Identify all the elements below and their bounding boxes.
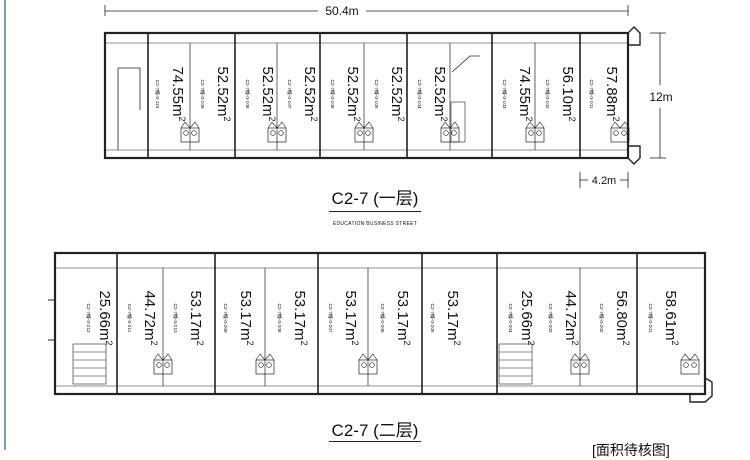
unit-area-f2: 53.17m2 <box>444 290 462 345</box>
unit-code-f1: C2-7幢-0-109 <box>199 79 206 108</box>
unit-code-f2: C2-7幢-0-204 <box>507 303 514 332</box>
floor1-caption-underline <box>329 211 421 212</box>
unit-area-f1: 52.52m2 <box>214 66 232 121</box>
floor1-outline <box>103 26 641 165</box>
street-label: EDUCATION BUSINESS STREET <box>332 221 418 227</box>
unit-code-f2: C2-7幢-0-206 <box>379 303 386 332</box>
floor-plan-drawing: 50.4m 12m 4.2m 74.55m2 C2-7幢-0-110 52.52m2… <box>4 0 713 450</box>
unit-area-f2: 53.17m2 <box>291 290 309 345</box>
unit-code-f2: C2-7幢-0-211 <box>126 304 133 333</box>
width-dimension-label: 50.4m <box>325 4 358 18</box>
unit-area-f2: 53.17m2 <box>187 290 205 345</box>
unit-code-f2: C2-7幢-0-207 <box>327 303 334 332</box>
unit-code-f2: C2-7幢-0-201 <box>647 303 654 332</box>
unit-area-f2: 53.17m2 <box>342 290 360 345</box>
unit-area-f1: 56.10m2 <box>559 66 577 121</box>
end-unit-dimension: 4.2m <box>579 172 629 188</box>
unit-area-f2: 44.72m2 <box>141 290 159 345</box>
depth-dimension: 12m <box>649 32 673 159</box>
floor2-unit-labels: 25.66m2 C2-7幢-0-212 44.72m2 C2-7幢-0-211 53.1… <box>85 290 680 345</box>
floor1-caption: C2-7 (一层) <box>331 189 419 208</box>
unit-area-f2: 56.80m2 <box>613 290 631 345</box>
unit-code-f1: C2-7幢-0-102 <box>544 79 551 108</box>
unit-code-f1: C2-7幢-0-110 <box>154 80 161 109</box>
unit-code-f1: C2-7幢-0-103 <box>501 79 508 108</box>
unit-code-f2: C2-7幢-0-205 <box>429 303 436 332</box>
unit-area-f2: 25.66m2 <box>96 290 114 345</box>
unit-code-f1: C2-7幢-0-108 <box>244 79 251 108</box>
unit-code-f2: C2-7幢-0-212 <box>85 303 92 332</box>
depth-dimension-label: 12m <box>649 90 672 104</box>
floor1-partitions <box>147 33 630 158</box>
unit-area-f2: 44.72m2 <box>562 290 580 345</box>
unit-area-f2: 25.66m2 <box>518 290 536 345</box>
unit-area-f1: 52.52m2 <box>344 66 362 121</box>
floor2-caption-underline <box>329 441 421 442</box>
unit-area-f2: 53.17m2 <box>394 290 412 345</box>
footer-note: [面积待核图] <box>592 442 670 458</box>
unit-code-f1: C2-7幢-0-107 <box>286 79 293 108</box>
unit-area-f1: 52.52m2 <box>388 66 406 121</box>
floor2-caption: C2-7 (二层) <box>331 421 419 440</box>
unit-code-f2: C2-7幢-0-202 <box>598 303 605 332</box>
unit-code-f1: C2-7幢-0-101 <box>588 79 595 108</box>
unit-code-f1: C2-7幢-0-104 <box>416 79 423 108</box>
end-unit-dimension-label: 4.2m <box>592 175 616 187</box>
unit-code-f1: C2-7幢-0-106 <box>329 79 336 108</box>
unit-code-f2: C2-7幢-0-209 <box>222 303 229 332</box>
unit-code-f1: C2-7幢-0-105 <box>373 79 380 108</box>
unit-area-f2: 58.61m2 <box>662 290 680 345</box>
unit-code-f2: C2-7幢-0-208 <box>276 303 283 332</box>
unit-area-f2: 53.17m2 <box>237 290 255 345</box>
unit-code-f2: C2-7幢-0-203 <box>547 303 554 332</box>
unit-area-f1: 52.52m2 <box>301 66 319 121</box>
unit-area-f1: 57.88m2 <box>603 66 621 121</box>
unit-area-f1: 74.55m2 <box>516 66 534 121</box>
unit-area-f1: 74.55m2 <box>169 66 187 121</box>
floor2-partitions <box>116 253 700 394</box>
unit-area-f1: 52.52m2 <box>259 66 277 121</box>
unit-code-f2: C2-7幢-0-210 <box>172 303 179 332</box>
unit-area-f1: 52.52m2 <box>431 66 449 121</box>
floor1-unit-labels: 74.55m2 C2-7幢-0-110 52.52m2 C2-7幢-0-109 52.5… <box>154 66 621 121</box>
width-dimension: 50.4m <box>104 4 629 18</box>
